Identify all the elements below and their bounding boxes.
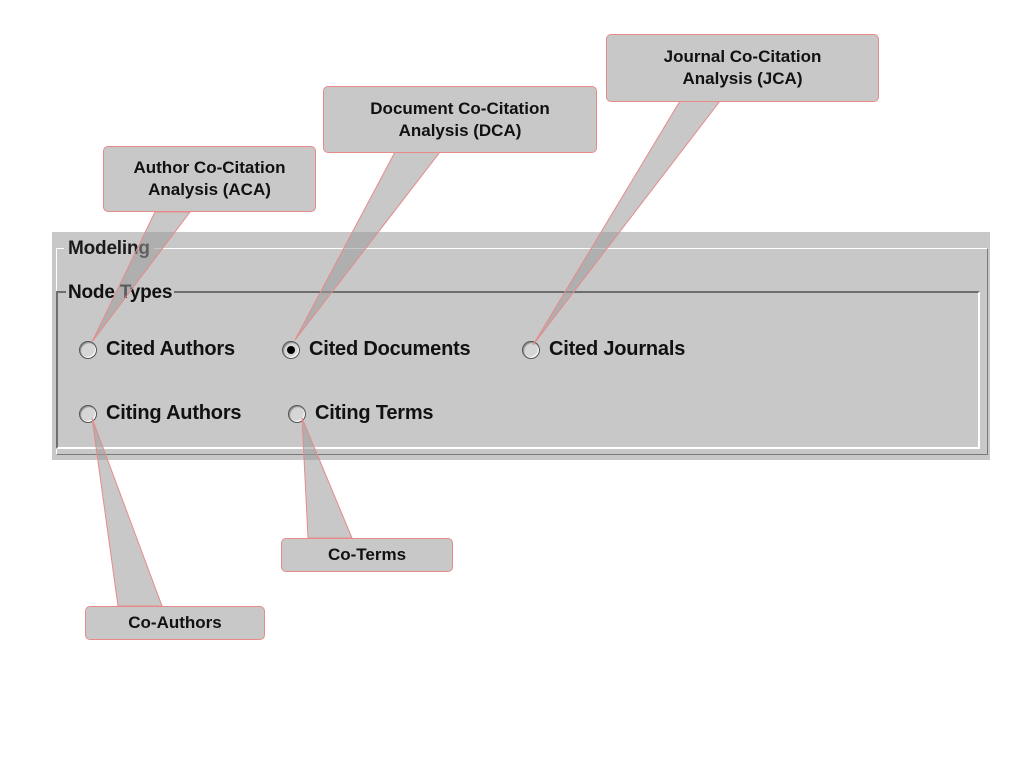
radio-circle-checked-icon[interactable]	[282, 340, 300, 359]
radio-label: Citing Terms	[315, 402, 434, 424]
callout-co-terms-text: Co-Terms	[327, 545, 407, 564]
radio-circle-icon[interactable]	[288, 404, 306, 423]
radio-label: Cited Documents	[309, 338, 471, 360]
callout-jca-text: Journal Co-Citation Analysis (JCA)	[663, 47, 822, 88]
radio-cited-journals[interactable]: Cited Journals	[522, 338, 685, 361]
radio-label: Citing Authors	[106, 402, 242, 424]
radio-citing-authors[interactable]: Citing Authors	[79, 402, 242, 425]
callout-co-authors: Co-Authors	[85, 606, 265, 640]
radio-circle-icon[interactable]	[79, 340, 97, 359]
callout-dca-text: Document Co-Citation Analysis (DCA)	[370, 98, 550, 140]
radio-cited-documents[interactable]: Cited Documents	[282, 338, 471, 361]
radio-label: Cited Authors	[106, 338, 235, 360]
callout-dca: Document Co-Citation Analysis (DCA)	[323, 86, 597, 153]
callout-pointer-aca	[91, 211, 192, 343]
callout-pointer-co-authors	[91, 417, 163, 607]
modeling-panel-title: Modeling	[64, 238, 154, 260]
radio-cited-authors[interactable]: Cited Authors	[79, 338, 235, 361]
callout-co-terms: Co-Terms	[281, 538, 453, 572]
callout-pointer-co-terms	[301, 417, 353, 539]
radio-citing-terms[interactable]: Citing Terms	[288, 402, 434, 425]
callout-co-authors-text: Co-Authors	[128, 613, 222, 632]
radio-circle-icon[interactable]	[522, 340, 540, 359]
node-types-group	[56, 291, 980, 449]
callout-pointer-dca	[294, 151, 442, 341]
callout-aca-text: Author Co-Citation Analysis (ACA)	[133, 158, 286, 199]
radio-label: Cited Journals	[549, 338, 686, 360]
modeling-panel: Modeling Node Types Cited Authors Cited …	[52, 232, 990, 460]
callout-aca: Author Co-Citation Analysis (ACA)	[103, 146, 316, 212]
callout-jca: Journal Co-Citation Analysis (JCA)	[606, 34, 879, 102]
